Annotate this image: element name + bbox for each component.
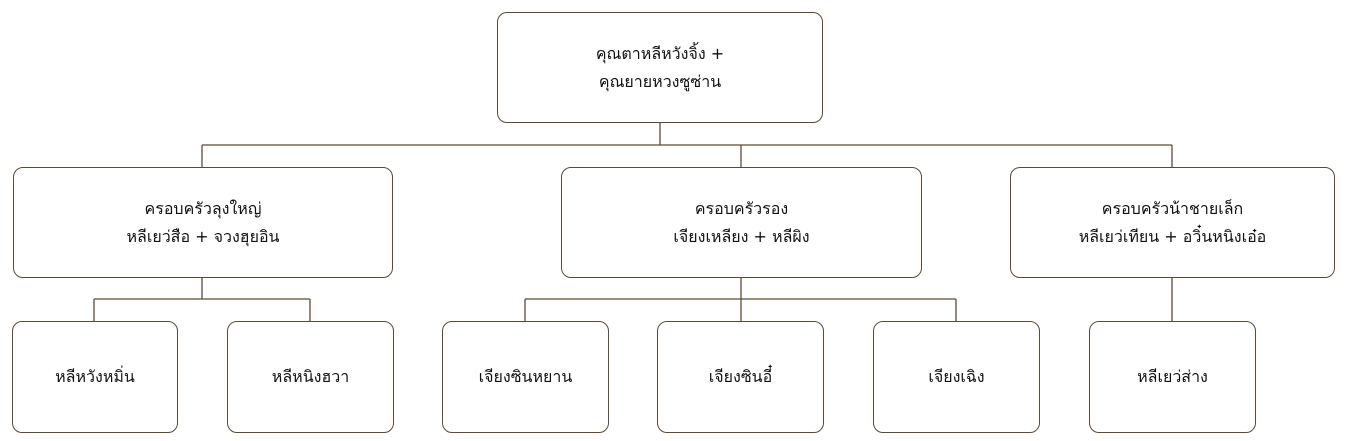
grandparents-line-2: คุณยายหวงซูซ่าน	[598, 71, 722, 91]
child-node: เจียงเฉิง	[873, 321, 1040, 433]
child-name: เจียงเฉิง	[928, 367, 985, 386]
child-node: เจียงซินหยาน	[442, 321, 609, 433]
family-couple: หลีเยว่เทียน + อวิ๋นหนิงเอ๋อ	[1078, 226, 1267, 246]
child-name: เจียงซินหยาน	[478, 367, 573, 386]
child-name: หลีหวังหมิ่น	[55, 367, 135, 386]
family-couple: เจียงเหลียง + หลีผิง	[673, 226, 810, 246]
family-title: ครอบครัวลุงใหญ่	[144, 198, 262, 218]
family-couple: หลีเยว่สือ + จวงฮุยอิน	[126, 226, 280, 246]
child-node: หลีหวังหมิ่น	[12, 321, 178, 433]
child-node: หลีเยว่ส่าง	[1089, 321, 1256, 433]
family-node-second: ครอบครัวรอง เจียงเหลียง + หลีผิง	[561, 167, 922, 278]
family-node-youngest-uncle: ครอบครัวน้าชายเล็ก หลีเยว่เทียน + อวิ๋นห…	[1010, 167, 1335, 278]
child-node: เจียงซินอี๋	[657, 321, 824, 433]
family-title: ครอบครัวรอง	[694, 198, 789, 218]
child-name: เจียงซินอี๋	[708, 367, 773, 386]
child-name: หลีหนิงฮวา	[271, 367, 350, 386]
family-title: ครอบครัวน้าชายเล็ก	[1101, 198, 1244, 218]
family-node-eldest-uncle: ครอบครัวลุงใหญ่ หลีเยว่สือ + จวงฮุยอิน	[13, 167, 393, 278]
grandparents-line-1: คุณตาหลีหวังจิ้ง +	[595, 43, 725, 63]
child-name: หลีเยว่ส่าง	[1137, 367, 1208, 386]
child-node: หลีหนิงฮวา	[227, 321, 394, 433]
grandparents-node: คุณตาหลีหวังจิ้ง + คุณยายหวงซูซ่าน	[497, 12, 823, 123]
